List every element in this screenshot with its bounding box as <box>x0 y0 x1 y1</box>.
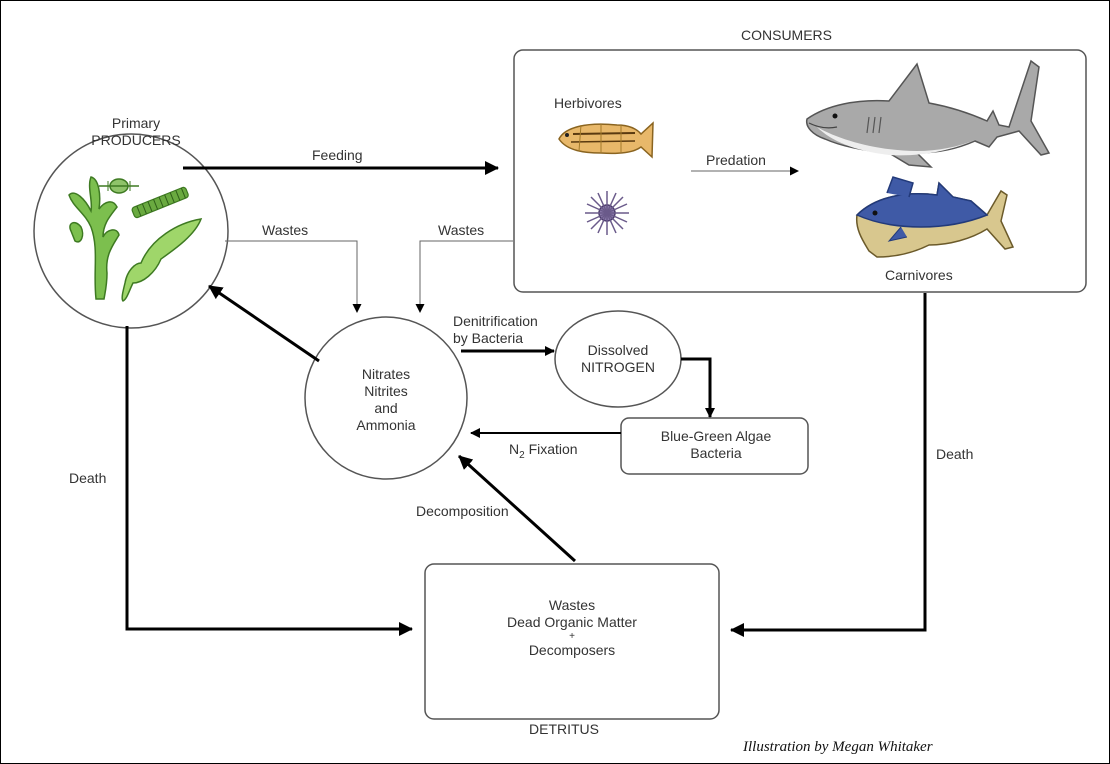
death-left-arrow <box>125 326 413 636</box>
herbivores-label: Herbivores <box>554 95 622 111</box>
sea-urchin-icon <box>585 191 629 235</box>
detritus-contents-label: Wastes Dead Organic Matter + Decomposers <box>507 597 637 658</box>
decomposition-label: Decomposition <box>416 503 509 519</box>
n2-fixation-label: N2 Fixation <box>509 441 578 461</box>
wastes-consumers-arrow <box>415 240 513 313</box>
feeding-label: Feeding <box>312 147 363 163</box>
shark-icon <box>805 59 1051 168</box>
detritus-title: DETRITUS <box>529 721 599 737</box>
decomposition-arrow <box>457 454 577 563</box>
predation-label: Predation <box>706 152 766 168</box>
algae-bacteria-label: Blue-Green Algae Bacteria <box>660 428 772 461</box>
death-right-arrow <box>730 293 927 637</box>
death-left-label: Death <box>69 470 107 486</box>
illustration-credit: Illustration by Megan Whitaker <box>743 739 933 755</box>
denitrification-label: Denitrification by Bacteria <box>453 313 538 346</box>
wastes-producers-arrow <box>225 240 362 313</box>
algae-icon <box>68 176 203 302</box>
algae-bacteria-box <box>620 417 809 475</box>
producers-circle <box>33 133 229 329</box>
wastes-producers-label: Wastes <box>262 222 309 238</box>
consumers-title: CONSUMERS <box>741 27 833 43</box>
tuna-icon <box>855 176 1015 258</box>
consumers-box <box>513 49 1087 293</box>
death-right-label: Death <box>936 446 974 462</box>
nitrates-label: Nitrates Nitrites and Ammonia <box>356 366 416 433</box>
nitrogen-label: Dissolved NITROGEN <box>581 342 655 375</box>
producers-label: Primary PRODUCERS <box>91 115 181 148</box>
detritus-box <box>424 563 720 720</box>
nitrates-circle <box>304 316 468 480</box>
carnivores-label: Carnivores <box>885 267 953 283</box>
herbivore-fish-icon <box>558 121 654 159</box>
wastes-consumers-label: Wastes <box>438 222 485 238</box>
nitrates-to-producers-arrow <box>208 284 320 363</box>
nitrogen-to-algae-arrow <box>681 357 715 418</box>
